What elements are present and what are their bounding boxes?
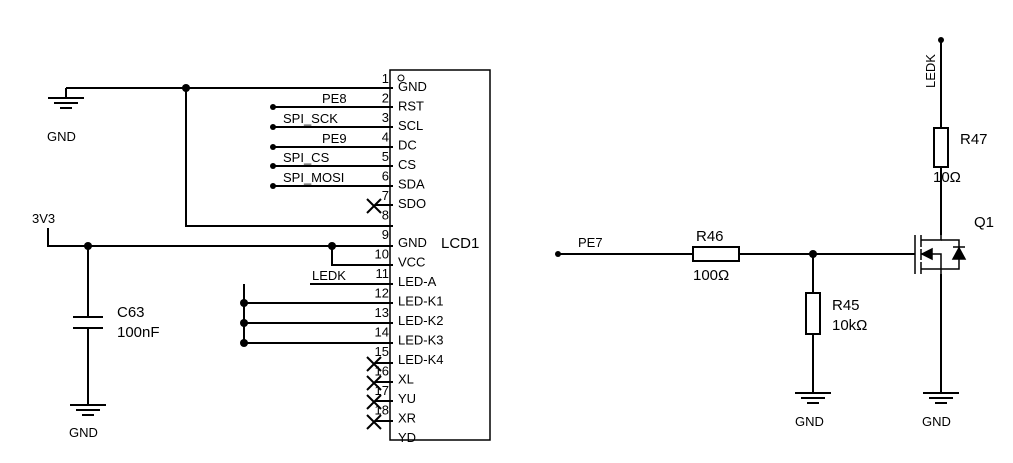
gnd-cap-symbol <box>70 404 106 416</box>
r47-value: 10Ω <box>933 169 961 186</box>
gnd-r45-symbol <box>795 392 831 404</box>
lcd1-pin-number: 1 <box>382 71 389 86</box>
net-end-spi-sck <box>270 124 276 130</box>
wire-c63 <box>73 246 103 405</box>
pins-xl-yd-stubs <box>375 362 393 422</box>
lcd1-pin-name: DC <box>398 138 417 153</box>
r46-value: 100Ω <box>693 267 729 284</box>
lcd1-pin-name: LED-K4 <box>398 352 444 367</box>
lcd1-pin-name: YD <box>398 430 416 445</box>
junction <box>84 242 92 250</box>
lcd1-pin-name: SCL <box>398 118 423 133</box>
lcd1-pin-number: 18 <box>375 403 389 418</box>
lcd1-pin-name: GND <box>398 79 427 94</box>
lcd1-pin-name: RST <box>398 99 424 114</box>
lcd1-pin-number: 15 <box>375 344 389 359</box>
wire-layer <box>47 40 967 441</box>
c63-value: 100nF <box>117 324 160 341</box>
q1-ref: Q1 <box>974 214 994 231</box>
gnd-q1-label: GND <box>922 414 951 429</box>
net-label-ledk-right: LEDK <box>923 54 938 88</box>
junction-layer <box>84 37 944 347</box>
junction <box>240 339 248 347</box>
gnd-top-left-label: GND <box>47 129 76 144</box>
r46-body <box>692 246 740 262</box>
lcd1-pin-labels: 1GND2RST3SCL4DC5CS6SDA7SDO89GND10VCC11LE… <box>375 71 444 445</box>
noconnect-yd <box>366 414 382 430</box>
net-end-pe7 <box>555 251 561 257</box>
junction <box>240 319 248 327</box>
lcd1-pin-name: XL <box>398 372 414 387</box>
wire-ledk-bus <box>243 284 393 344</box>
lcd1-pin-number: 5 <box>382 149 389 164</box>
net-label-pe9: PE9 <box>322 131 347 146</box>
lcd1-pin-name: YU <box>398 391 416 406</box>
lcd1-pin-name: XR <box>398 411 416 426</box>
junction <box>240 299 248 307</box>
net-label-pe8: PE8 <box>322 91 347 106</box>
noconnect-xr <box>366 394 382 410</box>
gnd-cap-label: GND <box>69 425 98 440</box>
lcd1-pin-name: LED-K2 <box>398 313 444 328</box>
lcd1-pin-number: 7 <box>382 188 389 203</box>
lcd1-pin-name: VCC <box>398 255 425 270</box>
wire-vcc-ledA <box>331 246 393 266</box>
r45-value: 10kΩ <box>832 317 867 334</box>
r45-ref: R45 <box>832 297 860 314</box>
noconnect-xl <box>366 356 382 372</box>
lcd1-pin-number: 10 <box>375 247 389 262</box>
gnd-r45-label: GND <box>795 414 824 429</box>
net-end-spi-mosi <box>270 183 276 189</box>
noconnect-pin8 <box>366 198 382 214</box>
label-layer: 1GND2RST3SCL4DC5CS6SDA7SDO89GND10VCC11LE… <box>32 54 994 445</box>
gnd-top-left-symbol <box>48 88 84 109</box>
junction <box>809 250 817 258</box>
net-label-spi-mosi: SPI_MOSI <box>283 170 344 185</box>
net-label-pe7: PE7 <box>578 235 603 250</box>
junction <box>182 84 190 92</box>
lcd1-pin-name: LED-A <box>398 274 437 289</box>
net-end-spi-cs <box>270 163 276 169</box>
net-label-spi-sck: SPI_SCK <box>283 111 338 126</box>
lcd1-pin-number: 2 <box>382 91 389 106</box>
noconnect-yu <box>366 375 382 391</box>
r45-body <box>805 292 821 335</box>
lcd1-ref: LCD1 <box>441 235 479 252</box>
lcd1-pin-name: LED-K1 <box>398 294 444 309</box>
r47-body <box>933 127 949 168</box>
lcd1-pin-name: CS <box>398 157 416 172</box>
lcd1-pin-number: 9 <box>382 227 389 242</box>
gnd-q1-symbol <box>923 392 959 404</box>
net-end-ledk <box>938 37 944 43</box>
lcd1-pin-number: 14 <box>375 325 389 340</box>
lcd1-pin-name: SDA <box>398 177 425 192</box>
wire-3v3 <box>47 228 393 247</box>
lcd1-pin-number: 11 <box>376 266 390 281</box>
wire-gnd-tie <box>185 88 393 227</box>
net-end-pe9 <box>270 144 276 150</box>
lcd1-pin-number: 8 <box>382 208 389 223</box>
lcd1-pin-name: GND <box>398 235 427 250</box>
net-label-spi-cs: SPI_CS <box>283 150 330 165</box>
q1-mosfet-symbol <box>914 235 967 274</box>
lcd1-body <box>389 69 491 441</box>
lcd1-pin-name: SDO <box>398 196 426 211</box>
lcd1-pin1-marker <box>397 74 405 82</box>
net-label-ledk-left: LEDK <box>312 268 346 283</box>
c63-ref: C63 <box>117 304 145 321</box>
lcd1-pin-number: 13 <box>375 305 389 320</box>
lcd1-pin-number: 4 <box>382 130 389 145</box>
lcd1-pin-number: 12 <box>375 286 389 301</box>
net-end-pe8 <box>270 104 276 110</box>
lcd1-pin-number: 3 <box>382 110 389 125</box>
lcd1-pin-number: 17 <box>375 383 389 398</box>
junction <box>328 242 336 250</box>
r46-ref: R46 <box>696 228 724 245</box>
lcd1-pin-number: 6 <box>382 169 389 184</box>
net-label-3v3: 3V3 <box>32 211 55 226</box>
lcd1-pin-name: LED-K3 <box>398 333 444 348</box>
r47-ref: R47 <box>960 131 988 148</box>
lcd1-pin-number: 16 <box>375 364 389 379</box>
